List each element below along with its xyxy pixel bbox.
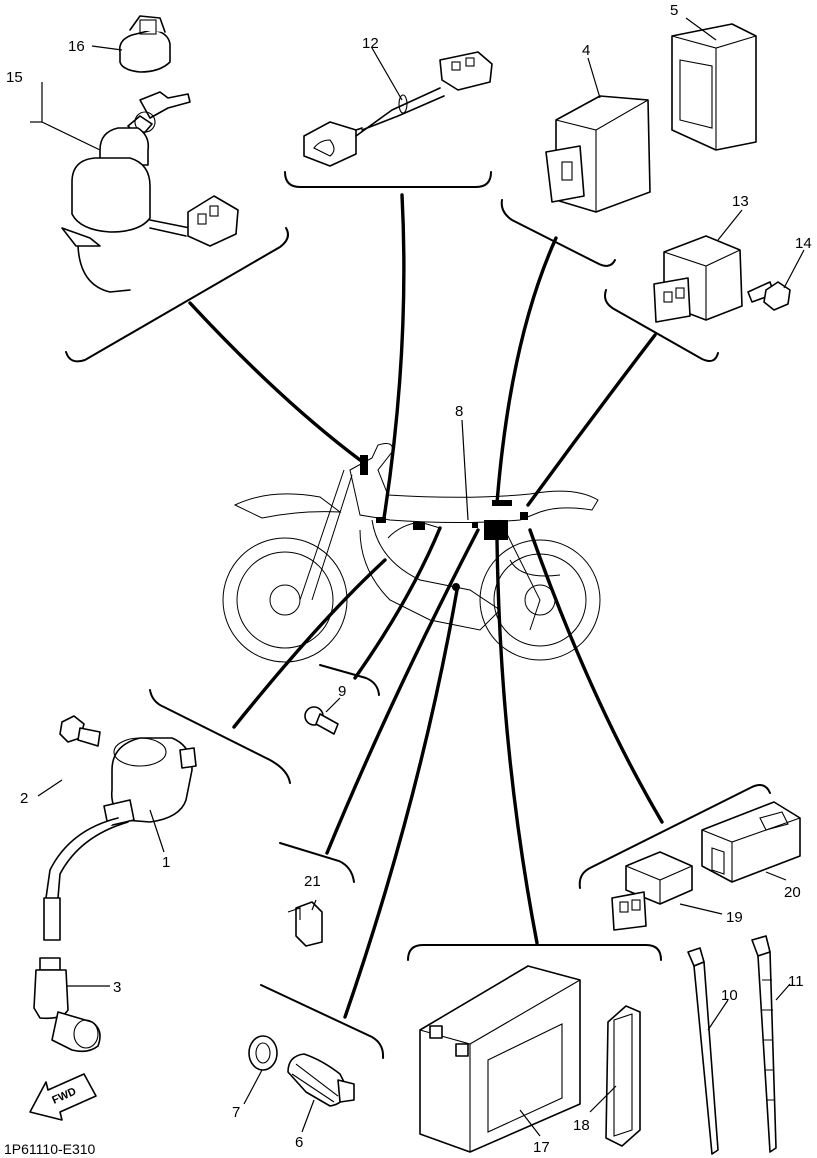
callout-4: 4 (582, 42, 590, 59)
spark-plug-cap-part-3 (33, 957, 101, 1053)
washer-part-7 (248, 1035, 278, 1071)
bolt-part-9 (304, 706, 339, 735)
callout-2: 2 (20, 790, 28, 807)
screw-part-14 (747, 281, 791, 311)
callout-18: 18 (573, 1117, 590, 1134)
cable-tie-part-11 (751, 935, 777, 1153)
fwd-arrow-icon: FWD (29, 1073, 97, 1121)
ignition-coil-part-1 (43, 737, 197, 941)
connector-part-19 (611, 851, 693, 931)
callout-6: 6 (295, 1134, 303, 1151)
relay-part-13 (653, 235, 743, 323)
callout-7: 7 (232, 1104, 240, 1121)
callout-8: 8 (455, 403, 463, 420)
callout-12: 12 (362, 35, 379, 52)
callout-21: 21 (304, 873, 321, 890)
battery-part-17 (419, 965, 581, 1153)
callout-20: 20 (784, 884, 801, 901)
callout-13: 13 (732, 193, 749, 210)
bolt-part-2 (59, 715, 101, 747)
callout-numbers: 16 15 12 4 5 13 14 8 9 2 1 3 21 7 6 17 1… (6, 2, 812, 1156)
callout-11: 11 (788, 973, 804, 990)
cable-tie-part-10 (687, 947, 719, 1155)
motorcycle-outline (222, 443, 601, 663)
callout-16: 16 (68, 38, 85, 55)
battery-band-part-18 (605, 1005, 641, 1147)
callout-19: 19 (726, 909, 743, 926)
main-switch-part-15 (61, 91, 239, 293)
callout-17: 17 (533, 1139, 550, 1156)
callout-3: 3 (113, 979, 121, 996)
group-brackets (65, 171, 771, 1059)
coupler-part-20 (701, 801, 801, 883)
callout-9: 9 (338, 683, 346, 700)
callout-10: 10 (721, 987, 738, 1004)
callout-15: 15 (6, 69, 23, 86)
diagram-code: 1P61110-E310 (4, 1141, 96, 1157)
callout-14: 14 (795, 235, 812, 252)
key-cap-part-16 (118, 15, 171, 73)
lead-wire-part-12 (303, 51, 493, 167)
cdi-unit-part-4 (545, 95, 651, 213)
neutral-switch-part-6 (287, 1053, 355, 1107)
callout-5: 5 (670, 2, 678, 19)
fuse-part-21 (287, 901, 323, 947)
callout-1: 1 (162, 854, 170, 871)
callout-leaders (30, 17, 805, 1137)
cover-part-5 (671, 23, 757, 151)
lead-lines (188, 193, 664, 1019)
